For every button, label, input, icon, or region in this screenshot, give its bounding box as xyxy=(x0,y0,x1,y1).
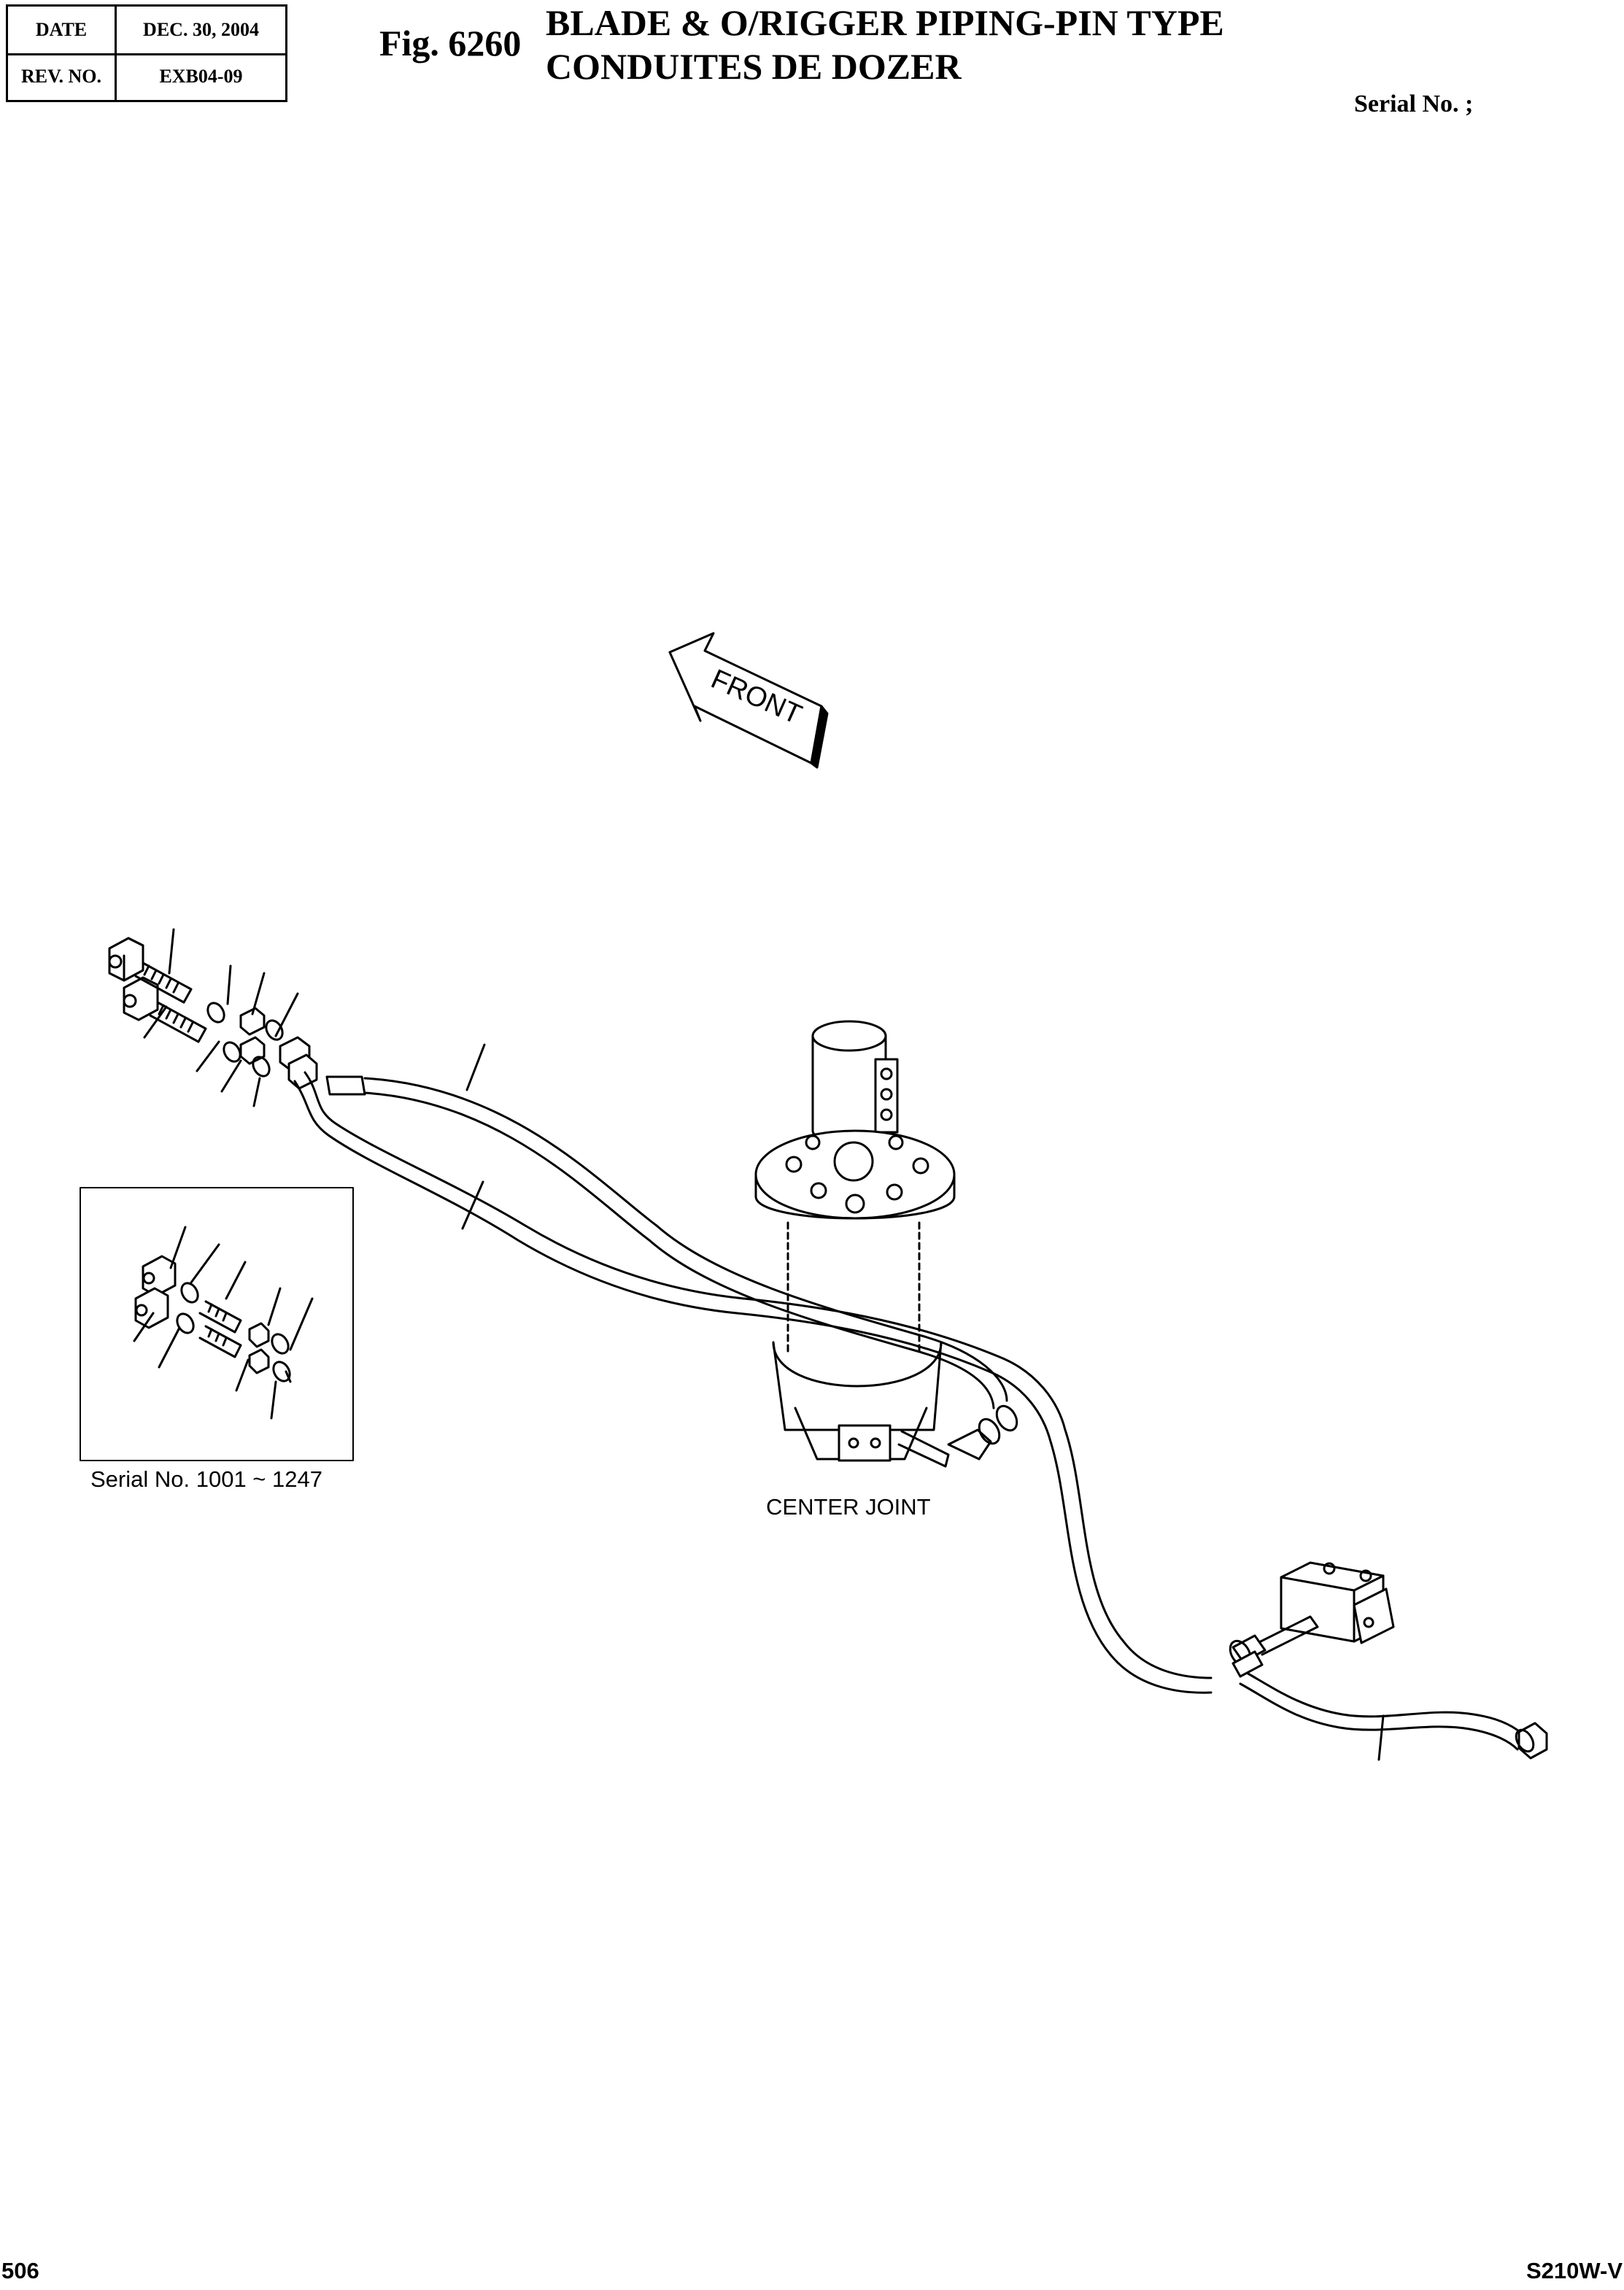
front-arrow-icon: FRONT xyxy=(668,632,829,769)
page-number: 506 xyxy=(1,2258,39,2283)
center-joint-assembly xyxy=(754,1020,1018,1468)
date-value: DEC. 30, 2004 xyxy=(143,19,259,40)
inset-detail xyxy=(80,1187,354,1461)
upper-left-fittings xyxy=(108,928,318,1107)
center-joint-label: CENTER JOINT xyxy=(766,1494,931,1520)
hose-lines xyxy=(293,1043,1526,1761)
revision-table: DATE DEC. 30, 2004 REV. NO. EXB04-09 xyxy=(6,4,287,102)
model-name: S210W-V xyxy=(1526,2258,1623,2283)
page-title-french: CONDUITES DE DOZER xyxy=(546,46,962,87)
page-title-english: BLADE & O/RIGGER PIPING-PIN TYPE xyxy=(546,2,1224,43)
inset-caption: Serial No. 1001 ~ 1247 xyxy=(90,1466,322,1492)
serial-number-label: Serial No. ; xyxy=(1354,90,1474,117)
figure-number: Fig. 6260 xyxy=(379,23,522,63)
date-row: DATE DEC. 30, 2004 xyxy=(8,7,285,55)
rev-row: REV. NO. EXB04-09 xyxy=(8,53,285,100)
date-label: DATE xyxy=(8,7,117,53)
rev-label: REV. NO. xyxy=(8,53,117,100)
control-valve-block xyxy=(1229,1561,1548,1760)
rev-value: EXB04-09 xyxy=(159,66,243,87)
